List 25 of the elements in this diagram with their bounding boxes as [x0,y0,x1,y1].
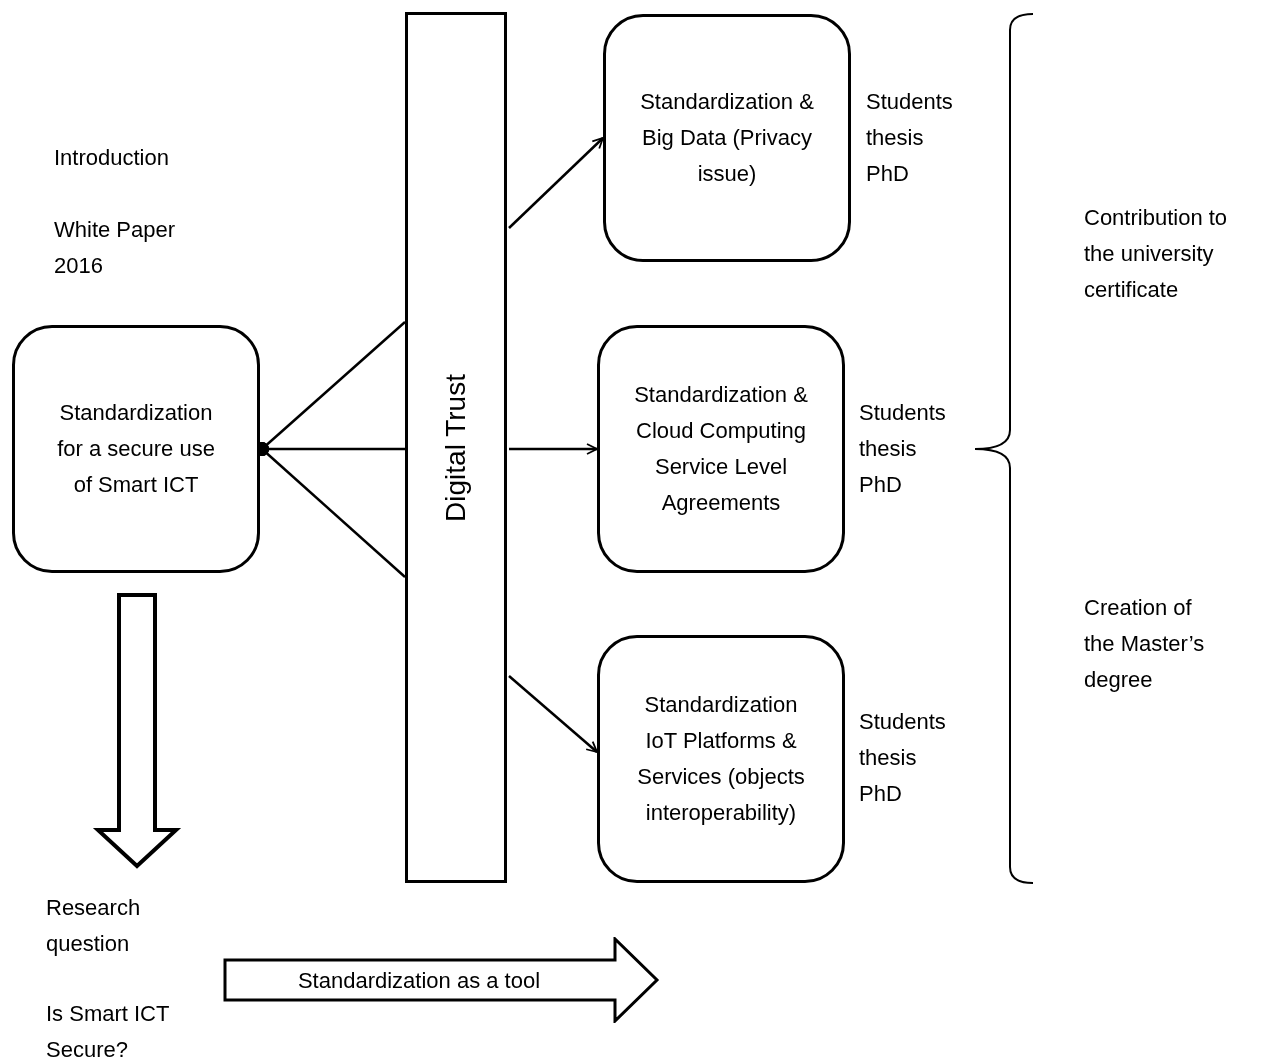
text-label: Introduction [54,144,170,172]
node-text: Standardization & Big Data (Privacy issue) [639,88,815,188]
text-label: White Paper 2016 [54,216,177,280]
text-label: Creation of the Master’s degree [1084,594,1206,694]
block-arrow [92,593,182,869]
vertical-bar [405,12,507,883]
block-arrow-shape [223,937,660,1023]
node-text: Standardization & Cloud Computing Service Level Agreements [633,381,809,517]
rounded-box [597,325,845,573]
arrow [509,443,598,455]
arrow [508,675,598,753]
text-label: Contribution to the university certificate [1084,204,1229,304]
side-note: Students thesis PhD [859,399,947,499]
node-text: Standardization for a secure use of Smart ICT [56,399,216,499]
node-text: Digital Trust [440,373,471,522]
rounded-box [603,14,851,262]
rounded-box [597,635,845,883]
text-label: Research question [46,890,176,962]
node-text: Standardization IoT Platforms & Services (objects interoperability) [636,691,806,827]
node-text: Standardization as a tool [297,966,541,995]
text-label: Is Smart ICT Secure? [46,1000,171,1063]
rounded-box [12,325,260,573]
side-note: Students thesis PhD [859,708,947,808]
side-note: Students thesis PhD [866,88,954,188]
arrow [508,137,604,229]
